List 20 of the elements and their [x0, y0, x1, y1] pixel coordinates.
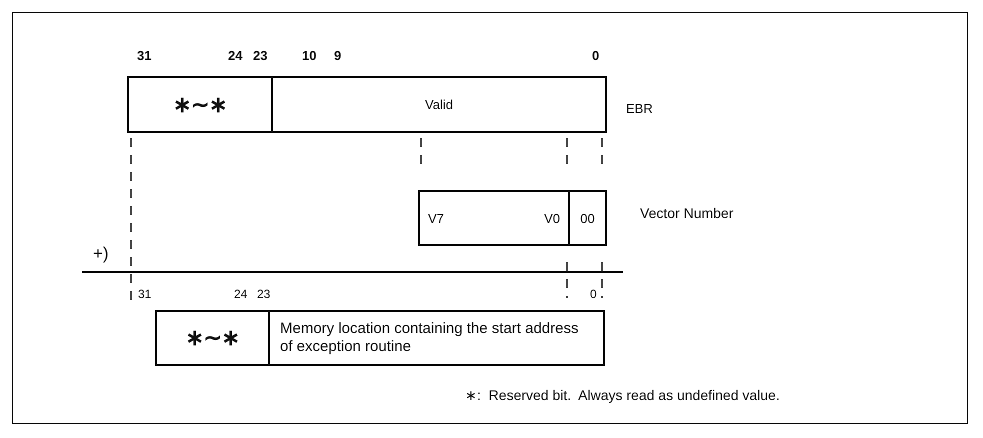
- bit-number: 31: [138, 286, 152, 302]
- bit-number: 23: [253, 48, 268, 64]
- bit-number: 0: [590, 286, 597, 302]
- reserved-field: ∗∼∗: [127, 76, 273, 133]
- bit-number: 31: [137, 48, 152, 64]
- valid-field: Valid: [271, 76, 607, 133]
- bit-number: 9: [334, 48, 342, 64]
- operator-sign: +): [93, 246, 109, 262]
- bit-number: 10: [302, 48, 316, 64]
- footnote: ∗: Reserved bit. Always read as undefined value.: [465, 387, 780, 403]
- address-field: Memory location containing the start address of exception routine: [268, 310, 605, 366]
- bit-number: 24: [228, 48, 242, 64]
- vector-field: V7 V0: [418, 190, 570, 246]
- bit-number: 0: [592, 48, 600, 64]
- bit-number: 23: [257, 286, 270, 302]
- register-name: EBR: [626, 101, 653, 117]
- register-name: Vector Number: [640, 205, 734, 221]
- bit-number: 24: [234, 286, 248, 302]
- zero-field: 00: [568, 190, 607, 246]
- reserved-field: ∗∼∗: [155, 310, 270, 366]
